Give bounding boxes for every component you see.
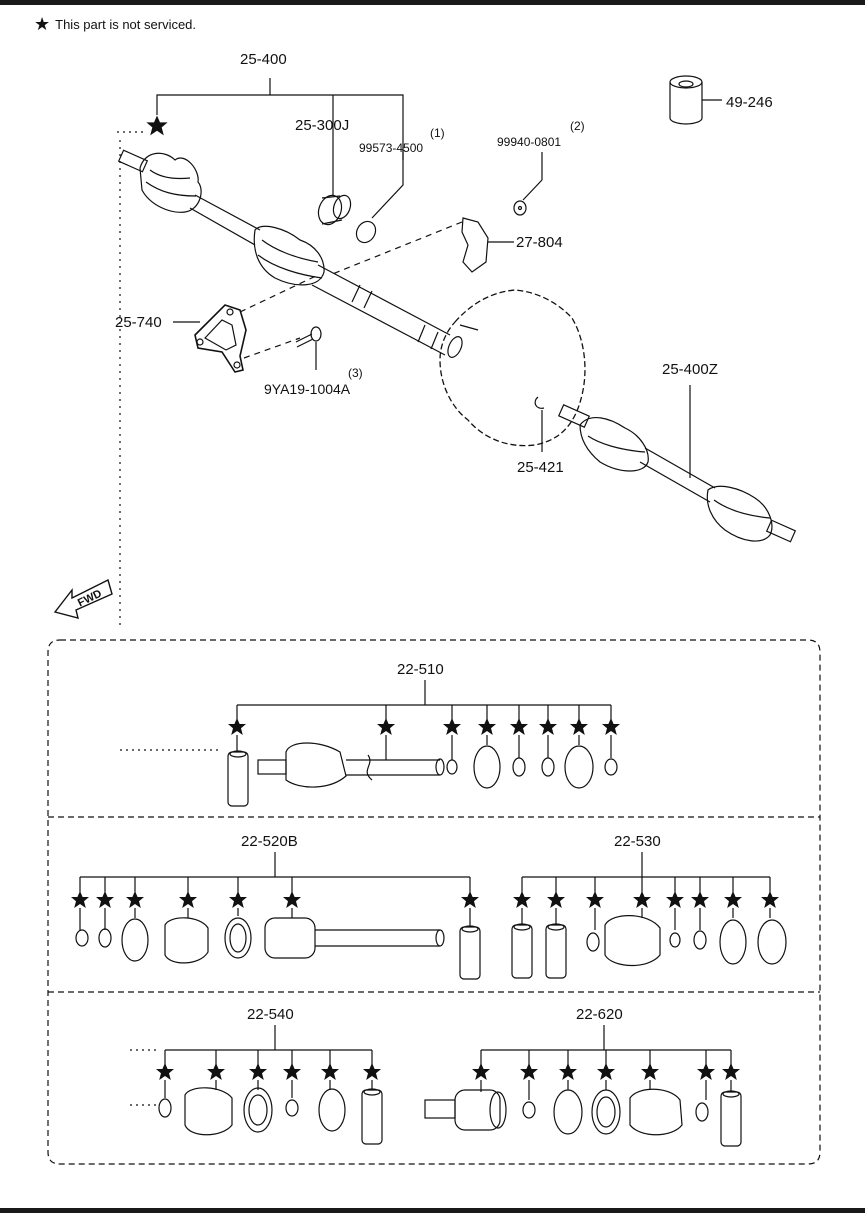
bracket-22-530: [521, 852, 771, 930]
star-icon: [147, 116, 167, 135]
label-q3: (3): [348, 366, 363, 380]
kit-22-540-parts: [158, 1087, 383, 1145]
bracket-22-620: [480, 1025, 732, 1100]
bearing-25-300j: [317, 194, 352, 226]
label-22-530: 22-530: [614, 833, 661, 850]
label-25-421: 25-421: [517, 459, 564, 476]
label-99573-4500: 99573-4500: [359, 141, 424, 155]
label-q2: (2): [570, 119, 585, 133]
label-22-540: 22-540: [247, 1006, 294, 1023]
right-drive-shaft: [557, 385, 797, 543]
label-q1: (1): [430, 126, 445, 140]
bracket-22-540: [130, 1025, 373, 1106]
bottom-border: [0, 1208, 865, 1213]
not-serviced-note: ★ This part is not serviced.: [34, 15, 196, 33]
label-27-804: 27-804: [516, 234, 563, 251]
kit-box: [47, 639, 821, 1165]
left-drive-shaft: [117, 149, 463, 358]
kit-22-620-parts: [424, 1088, 742, 1147]
label-25-300j: 25-300J: [295, 117, 350, 134]
label-49-246: 49-246: [726, 94, 773, 111]
kit-22-530-parts: [511, 915, 787, 979]
bracket-27-804: [329, 217, 514, 276]
label-25-740: 25-740: [115, 314, 162, 331]
support-25-740: [173, 274, 319, 373]
bracket-22-510: [120, 680, 612, 760]
top-border: [0, 0, 865, 5]
clip-25-421: [534, 396, 545, 452]
nut-99940: [513, 152, 543, 216]
kit-22-510-parts: [227, 742, 618, 807]
note-text: This part is not serviced.: [55, 16, 197, 32]
bracket-25-400: [117, 78, 404, 219]
fwd-arrow-icon: [53, 578, 113, 619]
star-markers: [71, 718, 779, 1080]
kit-22-520b-parts: [75, 917, 481, 980]
label-22-520b: 22-520B: [241, 833, 298, 850]
fwd-label: FWD: [76, 588, 104, 610]
star-icon: ★: [34, 14, 51, 34]
transaxle-outline: [439, 289, 586, 447]
snap-ring-99573: [355, 220, 377, 244]
label-22-510: 22-510: [397, 661, 444, 678]
label-25-400z: 25-400Z: [662, 361, 718, 378]
label-22-620: 22-620: [576, 1006, 623, 1023]
label-99940-0801: 99940-0801: [497, 135, 562, 149]
label-25-400: 25-400: [240, 51, 287, 68]
sleeve-49-246: [669, 75, 722, 125]
bracket-22-520b: [79, 852, 471, 930]
bolt-9ya19: [295, 326, 322, 370]
label-9ya19-1004a: 9YA19-1004A: [264, 381, 351, 397]
